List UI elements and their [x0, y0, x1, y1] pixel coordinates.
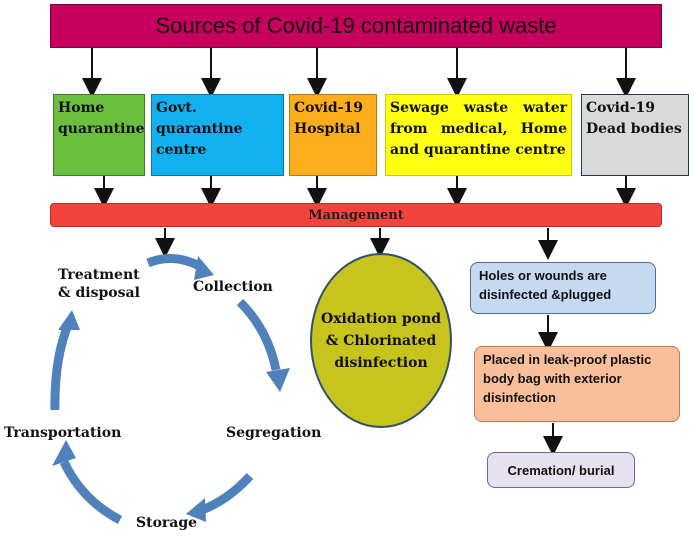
oxidation-pond: Oxidation pond & Chlorinated disinfectio… [310, 253, 452, 428]
source-label: Covid-19 Hospital [294, 100, 364, 137]
step-label: Placed in leak-proof plastic body bag wi… [483, 352, 652, 405]
source-label: Govt. quarantine centre [156, 100, 243, 158]
source-sewage-waste-water: Sewage waste water from medical, Home an… [385, 94, 572, 176]
source-covid-hospital: Covid-19 Hospital [289, 94, 377, 176]
title-banner: Sources of Covid-19 contaminated waste [50, 4, 662, 48]
source-label: Home quarantine [58, 100, 145, 137]
step-label: Cremation/ burial [507, 462, 615, 478]
cycle-transportation: Transportation [4, 425, 122, 441]
diagram-title: Sources of Covid-19 contaminated waste [155, 13, 557, 38]
cycle-arrows [50, 254, 281, 524]
oxidation-pond-label: Oxidation pond & Chlorinated disinfectio… [321, 310, 441, 371]
cycle-segregation: Segregation [226, 425, 322, 441]
cycle-collection: Collection [193, 279, 273, 295]
step-cremation-burial: Cremation/ burial [487, 452, 635, 488]
cycle-treatment-disposal: Treatment & disposal [58, 267, 140, 301]
source-label: Sewage waste water from medical, Home an… [390, 100, 567, 158]
cycle-storage: Storage [136, 515, 198, 531]
step-label: Holes or wounds are disinfected &plugged [479, 268, 612, 302]
source-label: Covid-19 Dead bodies [586, 100, 682, 137]
management-bar: Management [50, 203, 662, 227]
step-body-bag: Placed in leak-proof plastic body bag wi… [474, 346, 680, 422]
step-holes-disinfected: Holes or wounds are disinfected &plugged [470, 262, 656, 314]
management-label: Management [308, 207, 404, 223]
source-home-quarantine: Home quarantine [53, 94, 145, 176]
source-govt-quarantine-centre: Govt. quarantine centre [151, 94, 284, 176]
source-covid-dead-bodies: Covid-19 Dead bodies [581, 94, 689, 176]
